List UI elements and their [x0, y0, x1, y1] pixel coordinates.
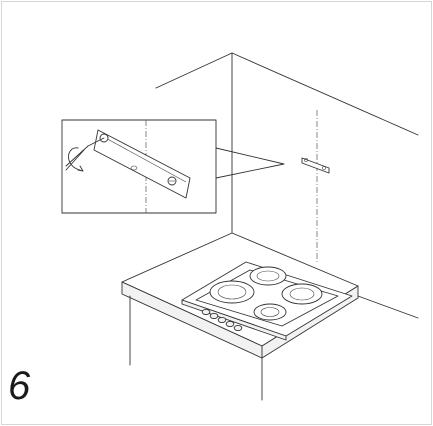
callout-pointer [215, 147, 285, 179]
detail-inset [61, 119, 217, 214]
wall-bracket [301, 157, 330, 174]
step-number: 6 [8, 364, 31, 408]
control-knob [233, 324, 243, 332]
control-knob [201, 308, 211, 316]
hotplate-back-right [281, 283, 323, 305]
wall-corner [155, 52, 419, 319]
control-knob [217, 316, 227, 324]
hotplate-front-right [253, 303, 287, 321]
hotplate-back-left [249, 266, 287, 286]
control-knob [225, 320, 235, 328]
control-knob [209, 312, 219, 320]
hotplate-front-left [209, 280, 255, 304]
cooktop-hob [181, 261, 353, 341]
